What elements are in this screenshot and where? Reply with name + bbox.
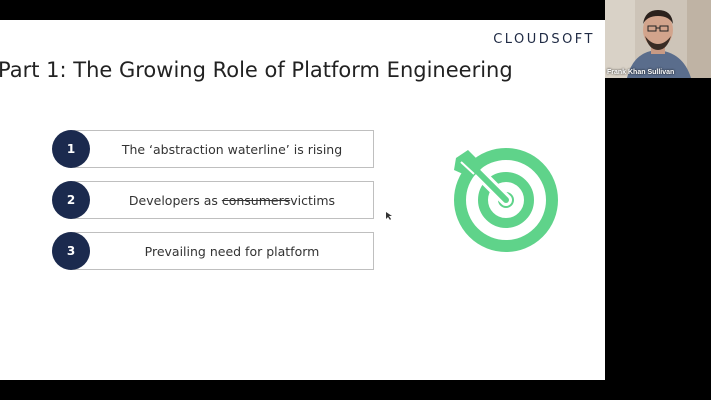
slide-title: Part 1: The Growing Role of Platform Eng… xyxy=(0,58,513,82)
target-with-arrow-icon xyxy=(454,148,558,252)
list-item-2: Developers as consumers victims 2 xyxy=(52,181,374,219)
participant-video-tile[interactable]: Frank Khan Sullivan xyxy=(605,0,711,78)
list-item-box: The ‘abstraction waterline’ is rising xyxy=(68,130,374,168)
number-badge: 2 xyxy=(52,181,90,219)
participant-name: Frank Khan Sullivan xyxy=(607,69,675,76)
mouse-cursor-icon xyxy=(386,212,392,220)
list-item-box: Prevailing need for platform xyxy=(68,232,374,270)
number-badge: 1 xyxy=(52,130,90,168)
list-item-box: Developers as consumers victims xyxy=(68,181,374,219)
list-item-3: Prevailing need for platform 3 xyxy=(52,232,374,270)
struck-text: consumers xyxy=(221,192,291,208)
list-item-text: Prevailing need for platform xyxy=(144,243,320,259)
cloudsoft-logo: CLOUDSOFT xyxy=(493,32,595,47)
list-item-text: The ‘abstraction waterline’ is rising xyxy=(121,141,343,157)
list-item-text-after: victims xyxy=(290,192,336,208)
number-badge: 3 xyxy=(52,232,90,270)
list-item-1: The ‘abstraction waterline’ is rising 1 xyxy=(52,130,374,168)
list-item-text-before: Developers as xyxy=(128,192,222,208)
presentation-slide: CLOUDSOFT Part 1: The Growing Role of Pl… xyxy=(0,20,605,380)
participant-avatar xyxy=(605,0,711,78)
